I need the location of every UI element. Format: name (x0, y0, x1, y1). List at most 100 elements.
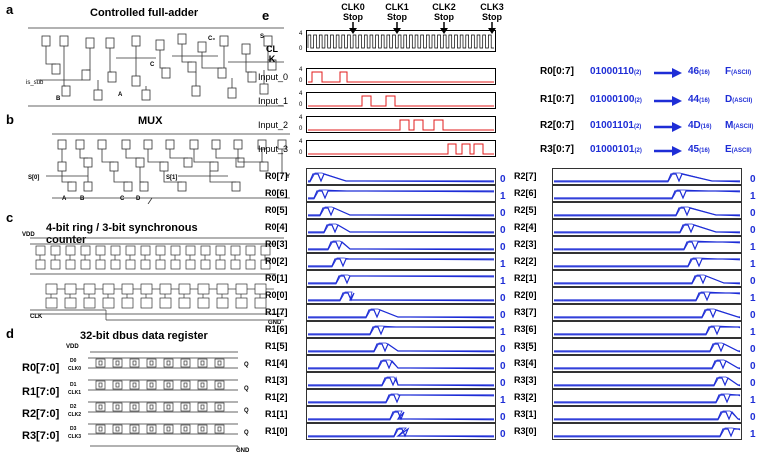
bit-waveform-left-5 (306, 253, 496, 270)
bit-label-left-2: R0[5] (265, 205, 288, 215)
bit-waveform-left-10 (306, 338, 496, 355)
decoded-arrow (654, 68, 682, 78)
bit-label-left-5: R0[2] (265, 256, 288, 266)
bit-value-right-0: 0 (750, 174, 756, 185)
bit-label-left-12: R1[3] (265, 375, 288, 385)
bit-waveform-right-11 (552, 355, 742, 372)
bit-value-left-15: 0 (500, 429, 506, 440)
a-node: A (118, 92, 123, 98)
bit-label-left-13: R1[2] (265, 392, 288, 402)
bit-label-right-8: R3[7] (514, 307, 537, 317)
clk-tick-lo: 0 (299, 46, 303, 52)
register-d-label-2: D2 (70, 404, 77, 410)
bit-value-left-9: 1 (500, 327, 506, 338)
decoded-row-0: R0[0:7]01000110(2)46(16)F(ASCII) (540, 66, 765, 82)
bit-waveform-right-10 (552, 338, 742, 355)
bit-label-right-9: R3[6] (514, 324, 537, 334)
register-schematic (88, 351, 239, 450)
bit-waveform-right-13 (552, 389, 742, 406)
is-sub-node: is_sub (26, 80, 44, 86)
bit-label-left-9: R1[6] (265, 324, 288, 334)
decoded-hex: 45(16) (688, 144, 710, 155)
bit-label-right-11: R3[4] (514, 358, 537, 368)
bit-label-right-10: R3[5] (514, 341, 537, 351)
input-tick-lo: 0 (299, 78, 303, 84)
register-clk-label-3: CLK3 (68, 434, 82, 440)
bit-value-right-14: 0 (750, 412, 756, 423)
input-label-3: Input_3 (258, 144, 289, 154)
bit-waveform-right-3 (552, 219, 742, 236)
mux-b-node: B (80, 196, 85, 202)
bit-label-right-5: R2[2] (514, 256, 537, 266)
bit-value-right-11: 0 (750, 361, 756, 372)
register-row-label-1: R1[7:0] (22, 386, 60, 398)
decoded-hex: 44(16) (688, 94, 710, 105)
input-tick-hi: 4 (299, 91, 303, 97)
decoded-binary: 01001101(2) (590, 120, 642, 131)
decoded-ascii: D(ASCII) (725, 94, 753, 105)
bit-label-right-6: R2[1] (514, 273, 537, 283)
panel-b-label: b (6, 112, 14, 127)
input-waveform-0 (306, 68, 496, 85)
bit-value-right-7: 1 (750, 293, 756, 304)
mux-a-node: A (62, 196, 67, 202)
bit-waveform-left-15 (306, 423, 496, 440)
register-clk-label-2: CLK2 (68, 412, 82, 418)
bit-value-right-10: 0 (750, 344, 756, 355)
mux-schematic: S[0] S[1] A B C D Y (28, 133, 290, 204)
panel-c-title: 4-bit ring / 3-bit synchronous counter (46, 222, 198, 246)
bit-waveform-right-12 (552, 372, 742, 389)
register-q-label-0: Q (244, 362, 249, 368)
c0-node: C₀ (208, 36, 215, 42)
decoded-ascii: F(ASCII) (725, 66, 752, 77)
input-waveform-2 (306, 116, 496, 133)
decoded-hex: 4D(16) (688, 120, 712, 131)
panel-d-label: d (6, 326, 14, 341)
register-q-label-1: Q (244, 386, 249, 392)
register-gnd-label: GND (236, 448, 250, 454)
bit-waveform-right-5 (552, 253, 742, 270)
bit-value-left-13: 1 (500, 395, 506, 406)
panel-e-label: e (262, 8, 270, 23)
bit-waveform-left-3 (306, 219, 496, 236)
panel-b-title: MUX (138, 115, 163, 127)
bit-value-left-0: 0 (500, 174, 506, 185)
s0-node: S[0] (28, 175, 39, 181)
bit-waveform-left-12 (306, 372, 496, 389)
b-node: B (56, 96, 61, 102)
bit-value-left-4: 0 (500, 242, 506, 253)
decoded-reg-label: R0[0:7] (540, 66, 574, 77)
clk-waveform (306, 30, 496, 52)
decoded-arrow (654, 122, 682, 132)
bit-value-right-6: 0 (750, 276, 756, 287)
c-node: C (150, 62, 155, 68)
bit-label-left-3: R0[4] (265, 222, 288, 232)
register-row-label-0: R0[7:0] (22, 362, 60, 374)
bit-label-left-1: R0[6] (265, 188, 288, 198)
register-d-label-0: D0 (70, 358, 77, 364)
bit-value-left-3: 0 (500, 225, 506, 236)
bit-waveform-left-8 (306, 304, 496, 321)
mux-c-node: C (120, 196, 125, 202)
bit-value-right-15: 1 (750, 429, 756, 440)
bit-value-left-8: 0 (500, 310, 506, 321)
bit-label-left-6: R0[1] (265, 273, 288, 283)
input-label-2: Input_2 (258, 120, 289, 130)
clk-tick-hi: 4 (299, 31, 303, 37)
bit-label-left-4: R0[3] (265, 239, 288, 249)
register-row-label-3: R3[7:0] (22, 430, 60, 442)
register-d-label-1: D1 (70, 382, 77, 388)
bit-value-left-7: 0 (500, 293, 506, 304)
decoded-row-3: R3[0:7]01000101(2)45(16)E(ASCII) (540, 144, 765, 160)
bit-label-right-15: R3[0] (514, 426, 537, 436)
bit-waveform-left-9 (306, 321, 496, 338)
input-tick-hi: 4 (299, 115, 303, 121)
bit-waveform-left-13 (306, 389, 496, 406)
bit-value-left-12: 0 (500, 378, 506, 389)
bit-waveform-right-7 (552, 287, 742, 304)
bit-label-left-0: R0[7] (265, 171, 288, 181)
bit-waveform-left-11 (306, 355, 496, 372)
mux-y-node: Y (286, 174, 290, 180)
